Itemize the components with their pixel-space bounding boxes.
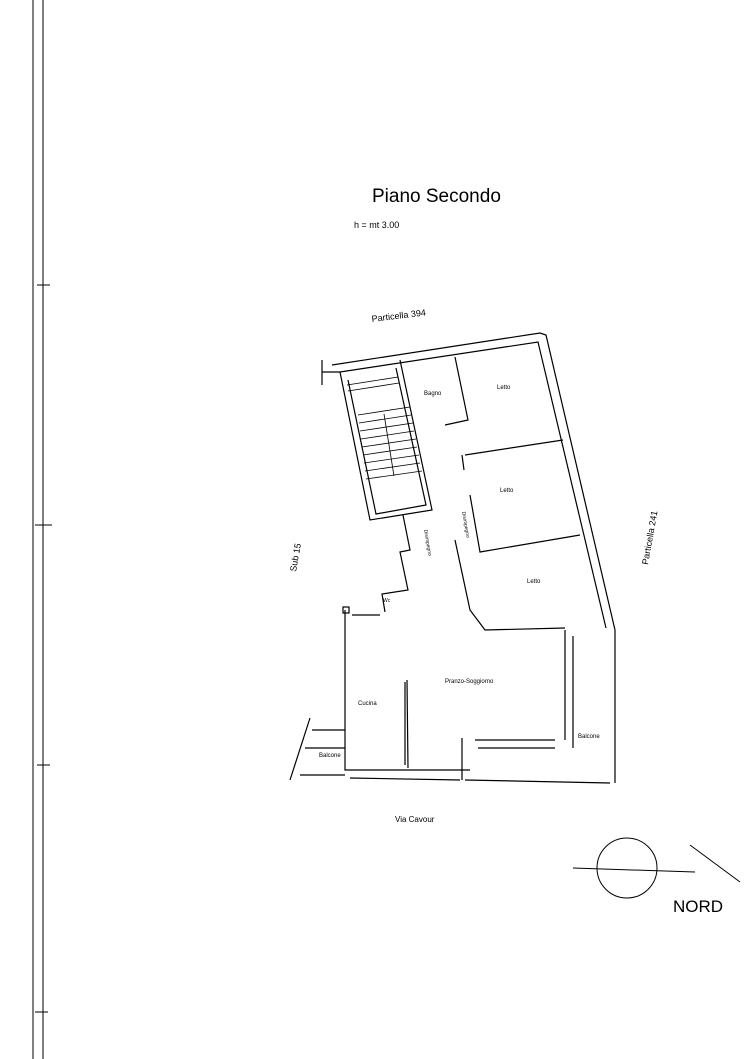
north-label: NORD xyxy=(673,897,723,916)
boundary-top: Particella 394 xyxy=(371,307,426,324)
room-disimpegno-2: Disimpegno xyxy=(422,529,433,556)
room-bagno: Bagno xyxy=(424,391,442,397)
margin-lines xyxy=(32,0,52,1059)
plan-title: Piano Secondo xyxy=(372,186,501,207)
boundary-right: Particella 241 xyxy=(640,510,659,565)
room-letto-2: Letto xyxy=(500,488,514,494)
room-cucina: Cucina xyxy=(358,701,377,707)
room-letto-3: Letto xyxy=(527,579,541,585)
walls xyxy=(289,332,616,784)
room-balcone-right: Balcone xyxy=(578,734,600,740)
room-wc: Wc xyxy=(383,598,391,604)
room-balcone-left: Balcone xyxy=(319,753,341,759)
room-pranzo-soggiorno: Pranzo-Soggiorno xyxy=(445,679,494,685)
boundary-left: Sub 15 xyxy=(288,543,303,573)
room-letto-1: Letto xyxy=(497,385,511,391)
north-arrow-icon xyxy=(572,837,741,899)
room-disimpegno: Disimpegno xyxy=(460,511,471,538)
height-note: h = mt 3.00 xyxy=(354,220,399,230)
boundary-bottom: Via Cavour xyxy=(395,815,435,824)
